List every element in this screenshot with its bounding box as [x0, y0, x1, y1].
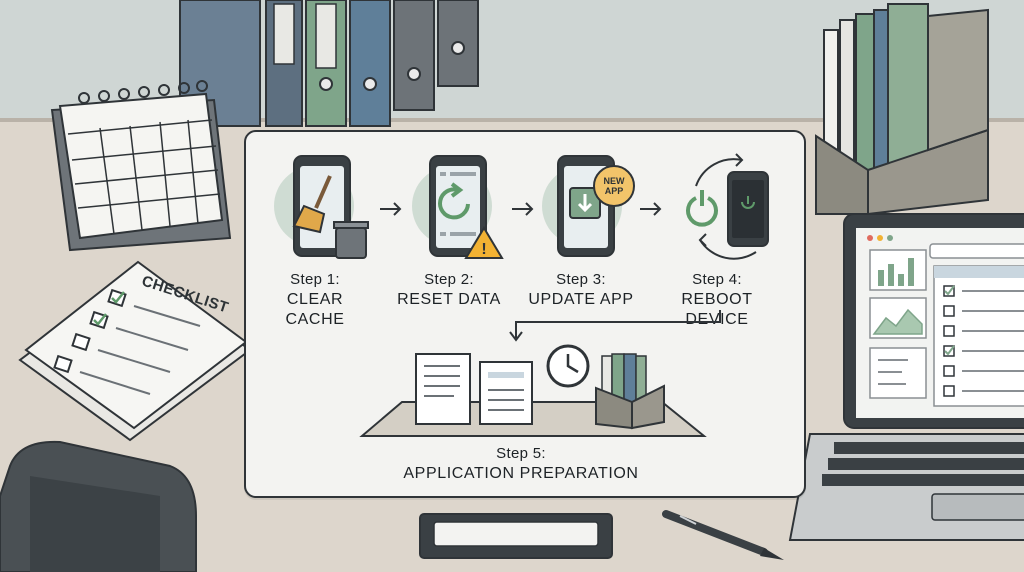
laptop	[788, 213, 1024, 541]
step-3-label: Step 3: UPDATE APP	[526, 270, 636, 310]
connector-arrow-icon	[509, 310, 721, 342]
steps-panel: ! NEW APP Step 1: CLEAR CACHE Step	[244, 130, 806, 498]
step-4-title: REBOOT DEVICE	[681, 291, 753, 328]
desk-calendar	[50, 80, 232, 252]
badge-line2: APP	[605, 186, 624, 196]
step-1-number: Step 1:	[290, 271, 340, 288]
svg-text:!: !	[481, 241, 486, 258]
tablet-stand	[419, 513, 613, 559]
step-2-label: Step 2: RESET DATA	[394, 270, 504, 310]
magazine-holder	[815, 3, 989, 216]
step-3-title: UPDATE APP	[528, 291, 634, 308]
step-1-title: CLEAR CACHE	[285, 291, 345, 328]
step-5-title: APPLICATION PREPARATION	[403, 465, 639, 482]
arrow-right-icon	[380, 202, 402, 216]
step-2-number: Step 2:	[424, 271, 474, 288]
power-reboot-icon	[686, 153, 769, 260]
step-5-number: Step 5:	[496, 445, 546, 462]
documents-clock-folder-icon	[359, 344, 707, 437]
phone-download-icon: NEW APP	[542, 155, 635, 257]
step-1-label: Step 1: CLEAR CACHE	[260, 270, 370, 330]
binders-shelf	[179, 0, 479, 127]
step-5-label: Step 5: APPLICATION PREPARATION	[386, 444, 656, 484]
badge-line1: NEW	[604, 176, 626, 186]
step-4-label: Step 4: REBOOT DEVICE	[652, 270, 782, 330]
phone-reset-warning-icon: !	[412, 155, 504, 259]
arrow-right-icon	[640, 202, 662, 216]
step-4-number: Step 4:	[692, 271, 742, 288]
office-chair	[0, 440, 197, 572]
arrow-right-icon	[512, 202, 534, 216]
step-3-number: Step 3:	[556, 271, 606, 288]
desk-edge	[0, 118, 1024, 122]
phone-broom-icon	[274, 155, 369, 259]
checklist-papers	[18, 260, 252, 442]
pen	[662, 510, 784, 560]
step-2-title: RESET DATA	[397, 291, 501, 308]
